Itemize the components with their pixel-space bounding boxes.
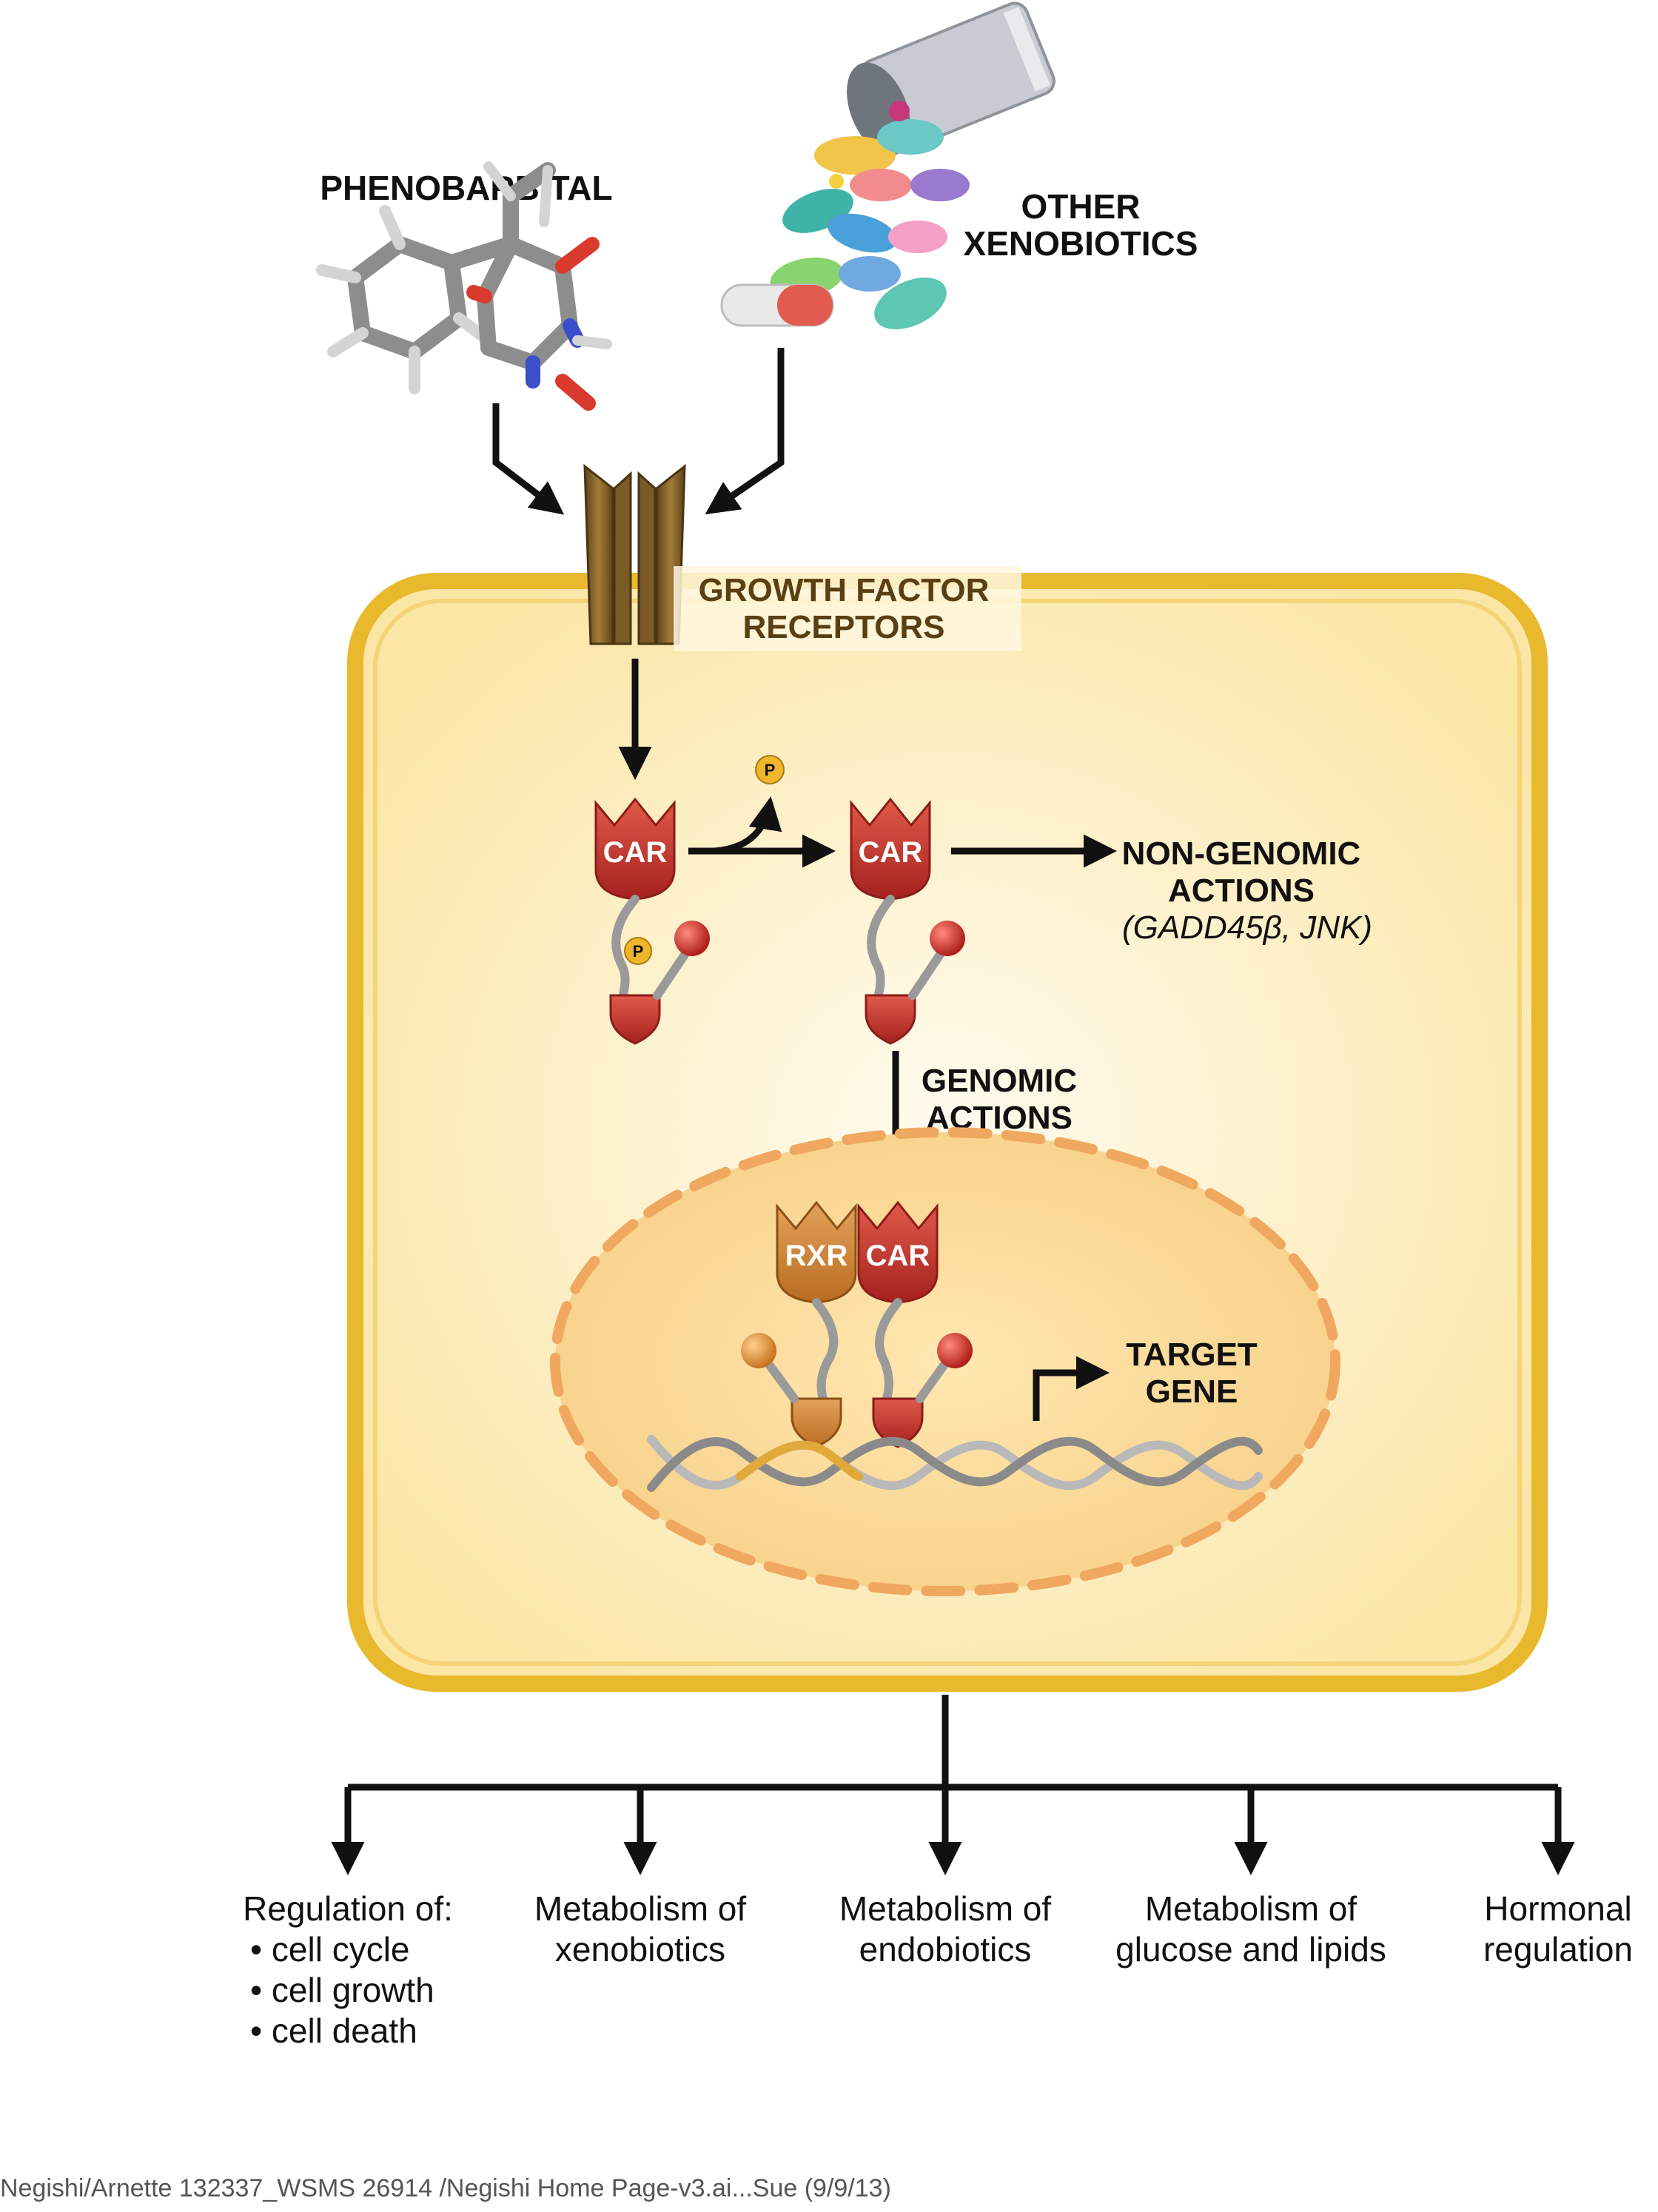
- other-xenobiotics-label-1: OTHER: [1021, 187, 1141, 226]
- growth-factor-receptors-label-1: GROWTH FACTOR: [699, 572, 990, 608]
- growth-factor-receptor-icon: [583, 463, 686, 645]
- released-phosphate-icon: [755, 755, 785, 784]
- growth-factor-receptors-label-2: RECEPTORS: [742, 609, 944, 645]
- outcome-hormonal-line-2: regulation: [1483, 1930, 1633, 1969]
- credit-line: Negishi/Arnette 132337_WSMS 26914 /Negis…: [0, 2174, 891, 2202]
- outcome-tree-lines: [331, 1695, 1575, 1875]
- car-dephosphorylated: CAR: [850, 797, 965, 1045]
- other-xenobiotics-label-2: XENOBIOTICS: [964, 224, 1198, 263]
- outcome-glucose-lipids-line-1: Metabolism of: [1145, 1889, 1357, 1928]
- phosphate-label-attached: P: [633, 942, 644, 961]
- car-label-3: CAR: [866, 1240, 930, 1272]
- genomic-label-1: GENOMIC: [922, 1063, 1077, 1099]
- phenobarbital-molecule-icon: [316, 161, 612, 411]
- car-phosphorylated: CAR P: [594, 797, 710, 1045]
- car-label-2: CAR: [859, 836, 923, 869]
- phenobarbital-label: PHENOBARBITAL: [320, 169, 612, 207]
- outcome-endobiotics-line-1: Metabolism of: [839, 1889, 1052, 1928]
- outcome-xenobiotics-line-2: xenobiotics: [555, 1930, 725, 1969]
- outcome-xenobiotics-line-1: Metabolism of: [534, 1889, 747, 1928]
- phosphate-label-released: P: [765, 761, 776, 779]
- non-genomic-label-2: ACTIONS: [1168, 873, 1315, 909]
- outcome-hormonal-line-1: Hormonal: [1484, 1889, 1631, 1928]
- genomic-label-2: ACTIONS: [926, 1100, 1073, 1136]
- outcome-glucose-lipids-line-2: glucose and lipids: [1115, 1930, 1386, 1969]
- outcome-regulation-line-3: • cell growth: [250, 1971, 434, 2009]
- xenobiotics-arrow: [705, 348, 785, 515]
- car-nuclear: CAR: [857, 1200, 973, 1448]
- outcome-endobiotics-line-2: endobiotics: [859, 1930, 1032, 1969]
- target-gene-label-1: TARGET: [1126, 1337, 1258, 1373]
- outcome-regulation-line-1: Regulation of:: [243, 1889, 453, 1928]
- pill-bottle-icon: [720, 1, 1055, 329]
- phenobarbital-arrow: [492, 403, 565, 515]
- non-genomic-label-1: NON-GENOMIC: [1122, 836, 1361, 872]
- rxr-protein: RXR: [741, 1200, 857, 1448]
- car-label-1: CAR: [603, 836, 668, 869]
- transcription-start-arrow: [1033, 1356, 1110, 1421]
- target-gene-label-2: GENE: [1146, 1374, 1238, 1410]
- outcome-regulation-line-2: • cell cycle: [250, 1930, 410, 1969]
- non-genomic-examples: (GADD45β, JNK): [1122, 910, 1372, 946]
- dna-helix-icon: [647, 1435, 1263, 1492]
- outcome-regulation-line-4: • cell death: [250, 2011, 417, 2050]
- rxr-label: RXR: [785, 1240, 848, 1272]
